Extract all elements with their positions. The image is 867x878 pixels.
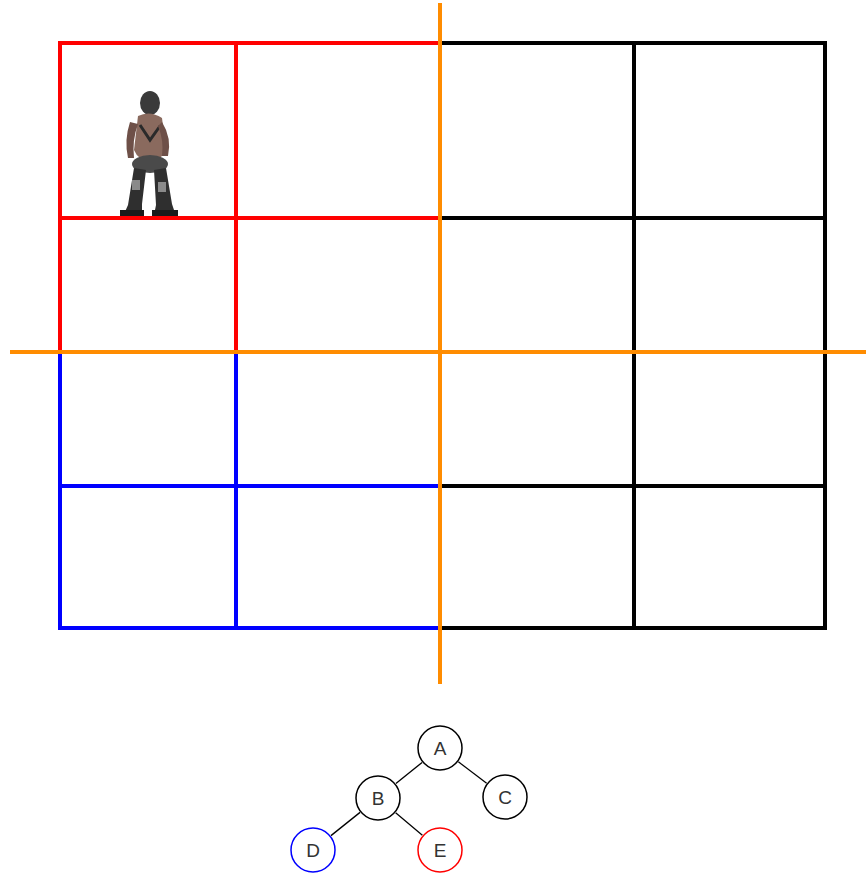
black-cells <box>440 43 825 628</box>
tree-node-circle: E <box>417 827 463 873</box>
tree-node-circle: B <box>355 775 401 821</box>
tree-edge <box>331 812 360 835</box>
tree-node-circle: D <box>290 827 336 873</box>
node-letter: D <box>306 841 320 860</box>
node-letter: A <box>434 739 447 758</box>
node-letter: E <box>434 841 447 860</box>
split-lines <box>10 3 866 684</box>
tree-edge <box>458 762 486 783</box>
red-cells <box>60 43 440 352</box>
node-letter: B <box>372 789 385 808</box>
tree-node-circle: A <box>417 725 463 771</box>
tree-edge <box>396 762 422 783</box>
character-figure <box>120 91 178 216</box>
tree-edge <box>396 813 423 835</box>
blue-cells <box>60 352 440 628</box>
tree-node-circle: C <box>482 774 528 820</box>
node-letter: C <box>498 788 512 807</box>
